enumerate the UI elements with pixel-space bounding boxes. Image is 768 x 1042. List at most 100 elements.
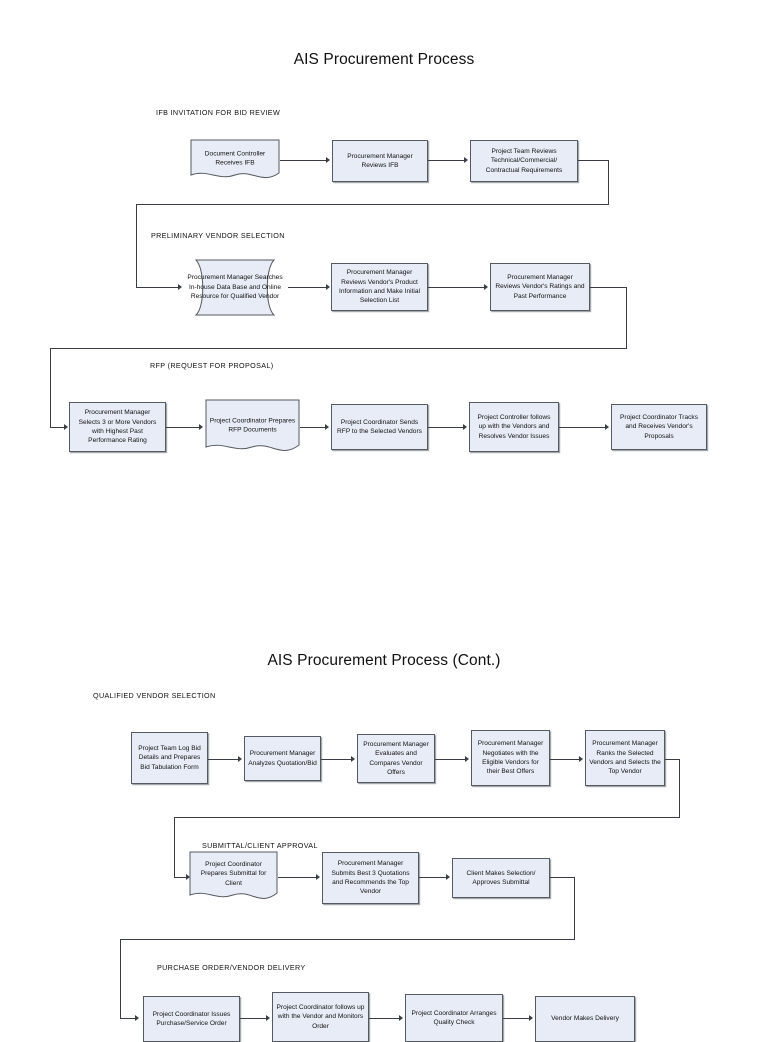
node-label: Procurement Manager Evaluates and Compar…	[363, 740, 429, 776]
arrowhead	[178, 284, 182, 290]
node-label: Project Coordinator Tracks and Receives …	[619, 413, 699, 440]
arrowhead	[186, 874, 190, 880]
node-purchase-1[interactable]: Project Coordinator follows up with the …	[272, 992, 369, 1042]
connector-qualified-to-submittal-h1	[665, 759, 680, 761]
node-label: Project Coordinator Prepares Submittal f…	[200, 861, 267, 887]
arrowhead	[325, 424, 329, 430]
node-label: Project Team Log Bid Details and Prepare…	[138, 744, 201, 771]
node-label: Procurement Manager Reviews Vendor's Rat…	[495, 273, 585, 300]
connector-qualified-to-submittal-v2	[174, 817, 176, 878]
connector-qualified-3-4	[550, 759, 579, 761]
connector-purchase-0-1	[240, 1018, 266, 1020]
connector-ifb-1-2	[428, 160, 464, 162]
connector-rfp-0-1	[166, 427, 199, 429]
node-label: Procurement Manager Searches In-house Da…	[187, 274, 283, 301]
node-purchase-2[interactable]: Project Coordinator Arranges Quality Che…	[405, 994, 503, 1042]
document-shape-icon	[205, 399, 300, 451]
node-submittal-1[interactable]: Procurement Manager Submits Best 3 Quota…	[322, 852, 419, 904]
arrowhead	[463, 424, 467, 430]
node-qualified-3[interactable]: Procurement Manager Negotiates with the …	[471, 730, 550, 786]
node-label: Procurement Manager Reviews Vendor's Pro…	[339, 269, 420, 305]
node-rfp-1[interactable]: Project Coordinator Prepares RFP Documen…	[205, 399, 300, 457]
node-rfp-3[interactable]: Project Controller follows up with the V…	[469, 402, 559, 452]
section-label-ifb: IFB INVITATION FOR BID REVIEW	[156, 108, 281, 117]
node-label: Document Controller Receives IFB	[204, 150, 266, 167]
node-label: Procurement Manager Negotiates with the …	[477, 740, 544, 776]
connector-rfp-1-2	[300, 427, 326, 429]
arrowhead	[465, 756, 469, 762]
node-preliminary-1[interactable]: Procurement Manager Reviews Vendor's Pro…	[331, 263, 428, 311]
connector-preliminary-to-rfp-h1	[590, 287, 627, 289]
connector-ifb-to-preliminary-v1	[608, 160, 610, 205]
node-preliminary-2[interactable]: Procurement Manager Reviews Vendor's Rat…	[490, 263, 590, 311]
node-label: Project Coordinator Issues Purchase/Serv…	[152, 1010, 231, 1027]
node-label: Project Coordinator Arranges Quality Che…	[411, 1009, 497, 1026]
node-ifb-1[interactable]: Procurement Manager Reviews IFB	[332, 140, 428, 182]
page-title-2: AIS Procurement Process (Cont.)	[267, 652, 501, 669]
arrowhead	[351, 756, 355, 762]
node-label: Procurement Manager Selects 3 or More Ve…	[78, 409, 157, 445]
node-label: Procurement Manager Ranks the Selected V…	[589, 740, 661, 776]
connector-qualified-to-submittal-v1	[679, 759, 681, 818]
arrowhead	[238, 756, 242, 762]
arrowhead	[484, 284, 488, 290]
connector-purchase-1-2	[369, 1018, 399, 1020]
node-label: Project Coordinator Sends RFP to the Sel…	[337, 418, 422, 435]
connector-preliminary-to-rfp-h3	[50, 427, 66, 429]
arrowhead	[64, 424, 68, 430]
node-qualified-1[interactable]: Procurement Manager Analyzes Quotation/B…	[244, 736, 321, 781]
connector-ifb-to-preliminary-v2	[136, 204, 138, 287]
connector-preliminary-to-rfp-v2	[50, 348, 52, 428]
connector-submittal-1-2	[419, 877, 446, 879]
arrowhead	[326, 284, 330, 290]
section-label-preliminary: PRELIMINARY VENDOR SELECTION	[151, 231, 285, 240]
arrowhead	[529, 1015, 533, 1021]
node-label: Project Team Reviews Technical/Commercia…	[485, 147, 563, 174]
tape-shape-icon	[194, 259, 276, 316]
arrowhead	[579, 756, 583, 762]
node-rfp-2[interactable]: Project Coordinator Sends RFP to the Sel…	[331, 404, 428, 450]
connector-qualified-0-1	[208, 759, 238, 761]
arrowhead	[399, 1015, 403, 1021]
node-preliminary-0[interactable]: Procurement Manager Searches In-house Da…	[182, 259, 288, 316]
connector-preliminary-to-rfp-h2	[50, 348, 627, 350]
node-label: Procurement Manager Analyzes Quotation/B…	[248, 750, 317, 767]
arrowhead	[605, 424, 609, 430]
node-ifb-2[interactable]: Project Team Reviews Technical/Commercia…	[470, 140, 578, 182]
node-label: Procurement Manager Submits Best 3 Quota…	[331, 860, 410, 896]
connector-ifb-to-preliminary-h2	[136, 204, 609, 206]
node-purchase-0[interactable]: Project Coordinator Issues Purchase/Serv…	[143, 996, 240, 1042]
node-qualified-0[interactable]: Project Team Log Bid Details and Prepare…	[131, 732, 208, 784]
node-label: Procurement Manager Reviews IFB	[347, 152, 413, 169]
arrowhead	[464, 157, 468, 163]
connector-ifb-to-preliminary-h1	[578, 160, 609, 162]
document-shape-icon	[190, 139, 280, 179]
node-submittal-0[interactable]: Project Coordinator Prepares Submittal f…	[189, 851, 278, 905]
node-submittal-2[interactable]: Client Makes Selection/ Approves Submitt…	[452, 858, 550, 898]
node-ifb-0[interactable]: Document Controller Receives IFB	[190, 139, 280, 183]
section-label-qualified: QUALIFIED VENDOR SELECTION	[93, 691, 216, 700]
connector-qualified-2-3	[435, 759, 465, 761]
node-qualified-2[interactable]: Procurement Manager Evaluates and Compar…	[357, 734, 435, 783]
connector-submittal-to-purchase-h2	[120, 939, 575, 941]
section-label-rfp: RFP (REQUEST FOR PROPOSAL)	[150, 361, 274, 370]
page-title-1: AIS Procurement Process	[293, 51, 475, 68]
arrowhead	[135, 1015, 139, 1021]
node-label: Vendor Makes Delivery	[551, 1015, 619, 1023]
connector-submittal-to-purchase-h3	[120, 1018, 137, 1020]
node-label: Project Coordinator Prepares RFP Documen…	[209, 417, 296, 434]
section-label-submittal: SUBMITTAL/CLIENT APPROVAL	[202, 841, 318, 850]
arrowhead	[326, 157, 330, 163]
node-purchase-3[interactable]: Vendor Makes Delivery	[535, 996, 635, 1042]
connector-ifb-to-preliminary-h3	[136, 287, 180, 289]
node-qualified-4[interactable]: Procurement Manager Ranks the Selected V…	[585, 730, 665, 786]
node-rfp-4[interactable]: Project Coordinator Tracks and Receives …	[611, 404, 707, 450]
arrowhead	[316, 874, 320, 880]
connector-preliminary-to-rfp-v1	[626, 287, 628, 349]
connector-ifb-0-1	[280, 160, 326, 162]
connector-rfp-3-4	[559, 427, 605, 429]
connector-rfp-2-3	[428, 427, 463, 429]
node-rfp-0[interactable]: Procurement Manager Selects 3 or More Ve…	[69, 402, 166, 452]
connector-preliminary-1-2	[428, 287, 484, 289]
